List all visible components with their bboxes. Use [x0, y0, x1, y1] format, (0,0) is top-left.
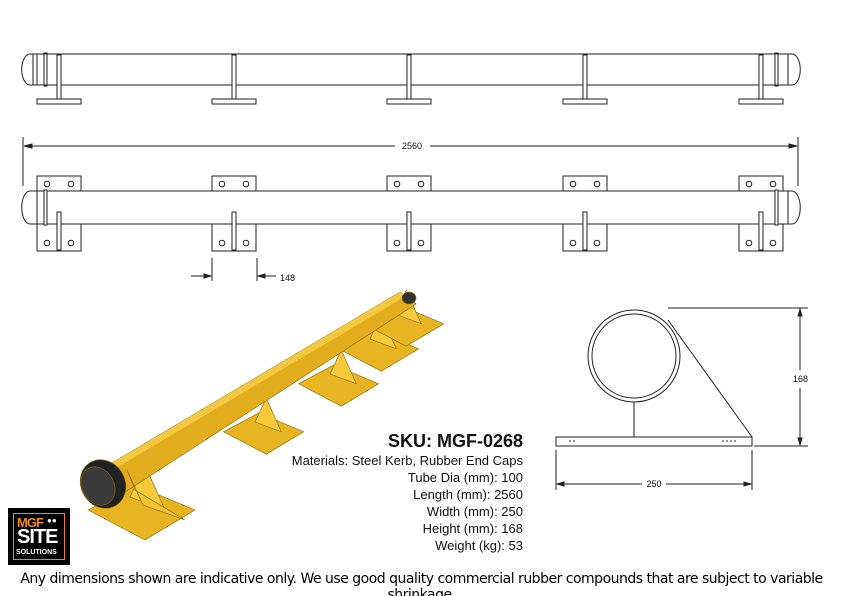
plan-post: [56, 211, 62, 251]
elevation-base-plate: [386, 98, 432, 105]
elevation-post: [406, 54, 412, 100]
plan-post: [231, 211, 237, 251]
width: Width (mm): 250: [426, 504, 523, 519]
elevation-base-plate: [36, 98, 82, 105]
elevation-base-plate: [211, 98, 257, 105]
product-render: [79, 289, 445, 541]
bolt-hole: [393, 239, 401, 247]
bolt-hole: [218, 239, 226, 247]
bolt-hole: [67, 239, 75, 247]
render-gusset: [329, 349, 357, 385]
elevation-base-plate: [562, 98, 608, 105]
bolt-hole: [242, 239, 250, 247]
bolt-hole: [218, 180, 226, 188]
logo-solutions: SOLUTIONS: [16, 549, 57, 556]
bolt-hole: [569, 180, 577, 188]
sku-label: SKU: MGF-0268: [387, 431, 523, 451]
height-dimension-label: 168: [793, 374, 808, 384]
bolt-hole: [593, 239, 601, 247]
bolt-hole: [745, 180, 753, 188]
render-gusset: [254, 397, 282, 433]
disclaimer: Any dimensions shown are indicative only…: [20, 571, 823, 596]
height: Height (mm): 168: [422, 521, 523, 536]
logo-mgf: MGF: [17, 515, 44, 530]
company-logo: MGF ●● SITE SOLUTIONS: [8, 508, 70, 565]
left-end-cap: [21, 53, 37, 86]
post-spacing-label: 148: [280, 273, 295, 283]
logo-dots-icon: ●●: [47, 516, 57, 525]
spec-block: SKU: MGF-0268 Materials: Steel Kerb, Rub…: [292, 430, 523, 554]
materials: Materials: Steel Kerb, Rubber End Caps: [291, 453, 523, 468]
plan-post: [758, 211, 764, 251]
weight: Weight (kg): 53: [435, 538, 523, 553]
bolt-hole: [417, 239, 425, 247]
right-end-cap: [788, 53, 801, 86]
length-dimension: 2560: [22, 137, 799, 186]
post-spacing-dimension: 148: [191, 258, 295, 283]
bolt-hole: [769, 239, 777, 247]
render-foot-plate: [222, 412, 305, 455]
bolt-hole: [242, 180, 250, 188]
elevation-post: [582, 54, 588, 100]
bolt-hole: [67, 180, 75, 188]
bolt-hole: [745, 239, 753, 247]
bolt-hole: [43, 180, 51, 188]
bolt-hole: [769, 180, 777, 188]
length-dimension-label: 2560: [402, 141, 422, 151]
tube-diameter: Tube Dia (mm): 100: [407, 470, 523, 485]
elevation-post: [56, 54, 62, 100]
logo-site: SITE: [17, 526, 58, 548]
plan-post: [406, 211, 412, 251]
elevation-post: [231, 54, 237, 100]
section-view: 168 250: [555, 307, 808, 490]
bolt-hole: [593, 180, 601, 188]
plan-post: [582, 211, 588, 251]
elevation-base-plate: [738, 98, 784, 105]
elevation-view: [21, 52, 801, 105]
plan-view: [21, 175, 801, 252]
bolt-hole: [393, 180, 401, 188]
render-foot-plate: [297, 364, 380, 407]
elevation-post: [758, 54, 764, 100]
width-dimension-label: 250: [646, 479, 661, 489]
bolt-hole: [569, 239, 577, 247]
bolt-hole: [417, 180, 425, 188]
length: Length (mm): 2560: [413, 487, 523, 502]
bolt-hole: [43, 239, 51, 247]
